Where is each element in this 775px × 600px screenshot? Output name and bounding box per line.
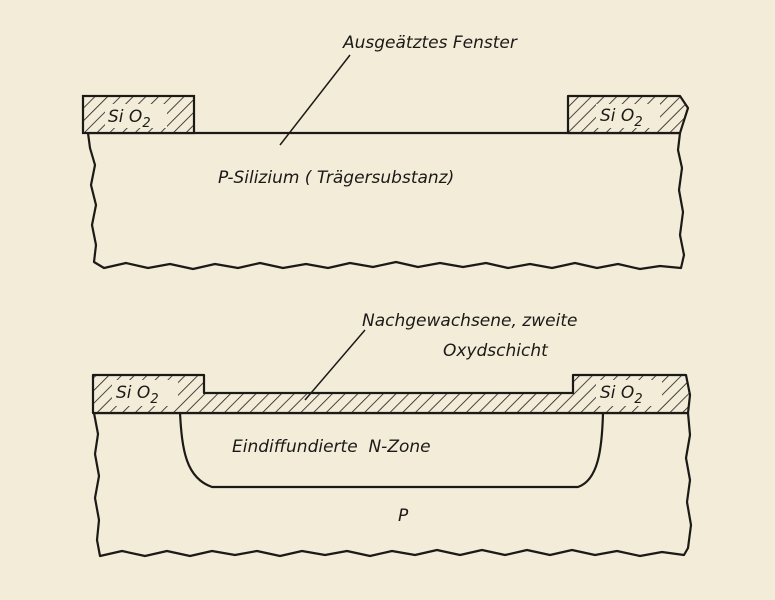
bottom-oxide-right-sub: 2 <box>634 392 642 407</box>
bottom-callout-leader <box>304 329 366 401</box>
bottom-callout-line1: Nachgewachsene, zweite <box>362 311 577 331</box>
svg-text:Si O2: Si O2 <box>116 383 159 407</box>
top-oxide-right-label: Si O <box>600 106 634 126</box>
bottom-oxide-right-label: Si O <box>600 383 634 403</box>
svg-text:Si O2: Si O2 <box>108 107 151 131</box>
top-substrate <box>86 131 686 271</box>
top-callout-label: Ausgeätztes Fenster <box>342 33 518 53</box>
n-zone-label: Eindiffundierte N-Zone <box>232 437 431 457</box>
top-oxide-right-sub: 2 <box>634 115 642 130</box>
bottom-oxide-left-label: Si O <box>116 383 150 403</box>
top-panel: Si O2 Si O2 Ausgeätztes Fenster P-Silizi… <box>81 33 690 271</box>
svg-text:Si O2: Si O2 <box>600 383 643 407</box>
top-oxide-left-label: Si O <box>108 107 142 127</box>
top-callout-leader <box>279 54 351 146</box>
top-oxide-right-label-bg <box>596 104 660 128</box>
top-oxide-left-sub: 2 <box>142 116 150 131</box>
bottom-oxide-left-sub: 2 <box>150 392 158 407</box>
bottom-oxide-right-label-bg <box>596 380 662 406</box>
bottom-substrate <box>92 411 693 558</box>
p-region-label: P <box>398 506 409 526</box>
bottom-callout-line2: Oxydschicht <box>443 341 549 361</box>
top-oxide-left-label-bg <box>105 104 167 128</box>
bottom-oxide-layer <box>91 373 692 415</box>
bottom-oxide-left-label-bg <box>112 380 178 406</box>
bottom-panel: Si O2 Si O2 Nachgewachsene, zweite Oxyds… <box>91 311 693 558</box>
svg-text:Si O2: Si O2 <box>600 106 643 130</box>
n-zone-boundary <box>178 411 605 489</box>
top-substrate-label: P-Silizium ( Trägersubstanz) <box>218 168 454 188</box>
